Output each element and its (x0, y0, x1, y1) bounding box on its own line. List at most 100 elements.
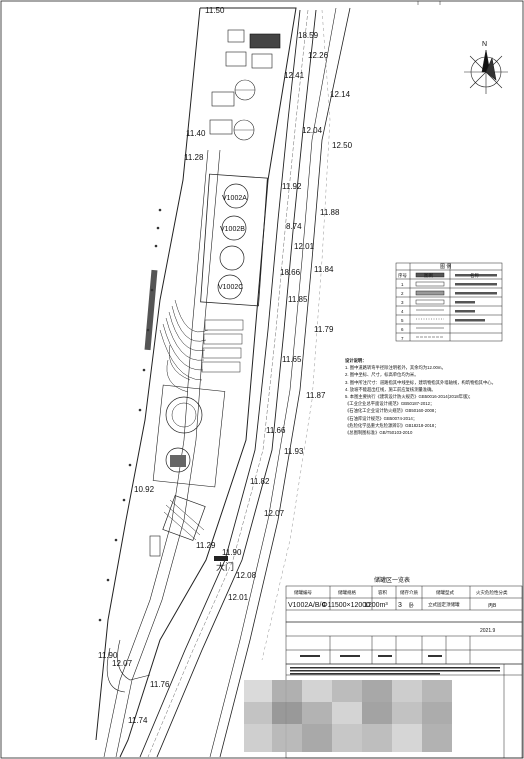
elevation-label: 11.76 (150, 680, 170, 689)
table-header: 储罐编号 (294, 589, 312, 596)
lower-dike (152, 384, 226, 488)
table-header: 火灾危险性分类 (476, 589, 508, 596)
elevation-label: 12.07 (112, 659, 133, 668)
elevation-label: 11.79 (314, 325, 334, 334)
title-block-marks (290, 655, 500, 675)
building-block-1 (211, 91, 235, 107)
elevation-label: 11.93 (284, 447, 304, 456)
legend-header: 名称 (470, 272, 479, 279)
table-cell: V1002A/B/C (288, 602, 327, 609)
notes-line: 《危险化学品重大危险源辨识》GB18218-2018； (345, 422, 439, 428)
building-small-2 (225, 51, 247, 67)
tank-label: V1002C (218, 284, 243, 291)
elevation-label: 12.01 (294, 242, 315, 251)
legend-header: 序号 (398, 272, 407, 279)
elevation-label: 11.28 (184, 153, 204, 162)
elevation-label: 11.40 (186, 129, 206, 138)
east-boundary-dash (261, 9, 331, 661)
elevation-label: 12.26 (308, 51, 329, 60)
elevation-label: 8.74 (286, 222, 302, 231)
tank-label: V1002B (220, 226, 245, 233)
building-block-2 (209, 119, 233, 135)
elevation-label: 11.90 (98, 651, 118, 660)
legend-row-num: 5 (401, 318, 404, 323)
table-cell: Φ11500×12000 (322, 602, 370, 609)
titleblock-date: 2021.9 (480, 628, 496, 634)
lower-tank-1-inner (171, 402, 197, 428)
outer-road-edge-2 (209, 7, 337, 758)
main-road-centerline (147, 9, 309, 758)
lower-tank-2 (165, 447, 191, 473)
redacted-block (244, 680, 452, 752)
tank-v1002c (219, 245, 245, 271)
elevation-label: 12.50 (332, 141, 353, 150)
table-cell: 卧 (409, 602, 414, 609)
notes-line: 5. 本图主要执行《建筑设计防火规范》GB50016-2014(2018年版)； (345, 394, 473, 400)
legend-row-num: 3 (401, 300, 404, 305)
site-boundary (95, 7, 297, 758)
elevation-label: 11.74 (128, 716, 148, 725)
legend-name-marks (455, 274, 497, 322)
tank-v1002b (221, 215, 247, 241)
gate-label: 大门 (216, 561, 234, 572)
tree-row-west (98, 208, 162, 622)
tank-v1002a (223, 183, 249, 209)
elevation-label: 11.85 (288, 295, 308, 304)
lower-tank-pad (170, 455, 186, 467)
tank-table-title: 储罐区一览表 (374, 576, 410, 584)
tank-dike (200, 173, 268, 307)
notes-line: 1. 图中道路转弯半径除注明者外，其余均为12.00m。 (345, 365, 446, 371)
notes-line: 《总图制图标准》GB/T50103-2010 (345, 430, 413, 436)
tank-v1002d (217, 274, 243, 300)
elevation-label: 12.01 (228, 593, 249, 602)
main-road-edge-right (156, 9, 317, 758)
table-cell: 1200m³ (364, 602, 388, 609)
notes-line: 《石油化工企业设计防火规范》GB50160-2008； (345, 408, 439, 414)
table-header: 容积 (378, 589, 387, 596)
elevation-label: 11.66 (266, 426, 286, 435)
north-arrow-icon (464, 49, 508, 94)
building-top (249, 33, 281, 49)
elevation-label: 18.59 (298, 31, 319, 40)
entrance-curve (117, 639, 151, 681)
legend-title: 图 例 (440, 263, 451, 270)
legend-header: 图例 (424, 272, 433, 279)
building-small-1 (227, 29, 245, 43)
legend-row-num: 7 (401, 336, 404, 341)
notes-line: 4. 放坡不能超出红线，施工前应复核测量准确。 (345, 386, 436, 392)
main-road-edge-left (139, 9, 301, 758)
elevation-label: 12.08 (236, 571, 257, 580)
notes-line: 《工业企业总平面设计规范》GB50187-2012； (345, 401, 435, 407)
small-shed (149, 535, 161, 557)
elevation-label: 11.87 (306, 391, 326, 400)
elevation-label: 11.65 (282, 355, 302, 364)
loading-bays (201, 319, 244, 373)
elevation-label: 11.29 (196, 541, 216, 550)
notes-line: 3. 图中所注尺寸：道路指其中线坐标，建筑物指其外墙轴线，构筑物指其中心。 (345, 379, 496, 385)
elevation-label: 12.07 (264, 509, 285, 518)
table-cell: 丙B (488, 603, 497, 609)
notes-line: 《石油库设计规范》GB50074-2014； (345, 415, 418, 421)
pipe-fan (159, 299, 209, 393)
legend-row-num: 4 (401, 309, 404, 314)
design-notes: 设计说明： 1. 图中道路转弯半径除注明者外，其余均为12.00m。 2. 图中… (345, 357, 523, 436)
legend-row-num: 6 (401, 327, 404, 332)
notes-title: 设计说明： (345, 358, 367, 363)
table-header: 储罐型式 (436, 589, 454, 596)
internal-road (103, 149, 209, 758)
notes-line: 2. 图中坐标、尺寸，标高单位均为米。 (345, 372, 419, 378)
table-cell: 立式固定顶储罐 (428, 601, 460, 608)
north-label: N (482, 41, 487, 48)
legend-symbols (415, 272, 445, 338)
elevation-label: 11.50 (205, 6, 225, 15)
elevation-label: 18.66 (280, 268, 301, 277)
elevation-label: 12.14 (330, 90, 351, 99)
table-cell: 3 (398, 602, 402, 609)
elevation-label: 11.92 (282, 182, 302, 191)
elevation-label: 10.92 (134, 485, 155, 494)
elevation-label: 11.90 (222, 548, 242, 557)
building-small-3 (251, 53, 273, 69)
elevation-label: 11.84 (314, 265, 334, 274)
table-header: 储存介质 (400, 589, 418, 596)
